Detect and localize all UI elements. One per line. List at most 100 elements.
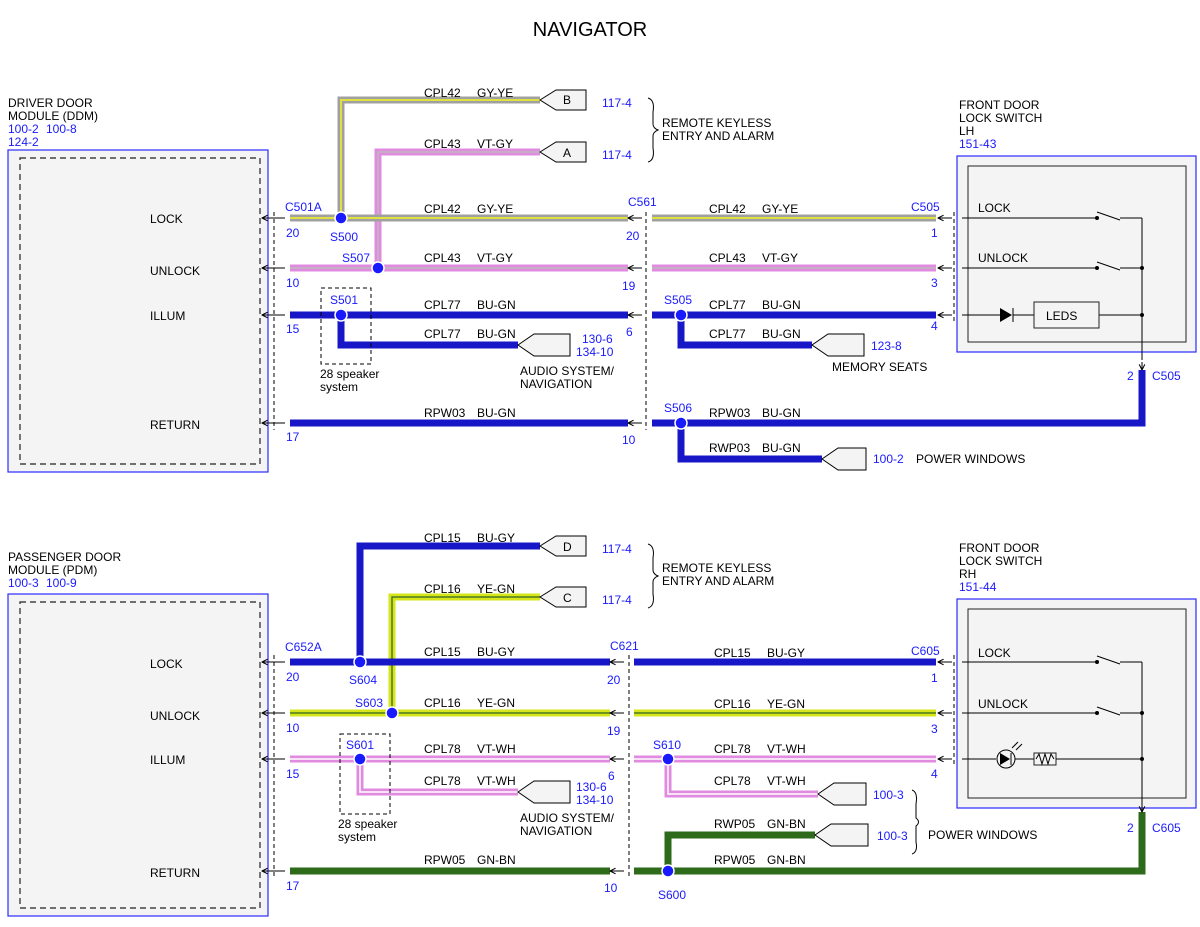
mem-ref: 123-8 [871, 339, 902, 353]
c501a-pin-10: 10 [286, 276, 300, 290]
ddm-pin-unlock: UNLOCK [150, 264, 200, 278]
wire-return-r-color: BU-GN [762, 406, 801, 420]
splice-s610 [661, 752, 675, 766]
connector-c501a: C501A [285, 200, 322, 214]
wire-d-circuit: CPL15 [424, 531, 461, 545]
pointer-a [539, 141, 587, 163]
wire-lock-r-circuit: CPL42 [709, 202, 746, 216]
wire-unlock-b-circuit: CPL16 [424, 696, 461, 710]
ddm-name-2: MODULE (DDM) [8, 109, 98, 123]
switch-lh-name-3: LH [959, 124, 974, 138]
ddm-ref-1: 100-2 [8, 122, 39, 136]
splice-s500-label: S500 [330, 230, 358, 244]
pointer-b [539, 89, 587, 111]
wire-unlock-b-color: YE-GN [477, 696, 515, 710]
splice-s505-label: S505 [664, 293, 692, 307]
c501a-pin-17: 17 [286, 430, 300, 444]
c561-pin-10: 10 [622, 433, 636, 447]
ddm-ref-3: 124-2 [8, 135, 39, 149]
ref-d: 117-4 [602, 542, 632, 556]
c501a-pin-15: 15 [286, 322, 300, 336]
ddm-pin-return: RETURN [150, 418, 200, 432]
splice-s600-label: S600 [658, 888, 686, 902]
wire-return-r-circuit: RPW03 [709, 406, 751, 420]
splice-s601-label: S601 [346, 738, 374, 752]
pw-label: POWER WINDOWS [916, 452, 1025, 466]
pw-ref: 100-2 [873, 452, 904, 466]
wire-lock-br-color: BU-GY [767, 646, 805, 660]
wire-audio-circuit: CPL77 [424, 327, 461, 341]
pointer-audio [517, 333, 571, 357]
wire-a-color: VT-GY [477, 137, 513, 151]
ddm-inner-box [19, 157, 261, 465]
wire-return-br-color: GN-BN [767, 853, 806, 867]
wire-illum-color: BU-GN [477, 298, 516, 312]
wire-illum-left-bottom [290, 755, 610, 796]
switch-rh-name-1: FRONT DOOR [959, 541, 1040, 555]
leds-label: LEDS [1046, 309, 1077, 323]
wire-audio-color: BU-GN [477, 327, 516, 341]
c621-pin-19: 19 [607, 724, 621, 738]
wire-return-right [652, 370, 1146, 463]
speaker-option-box [320, 287, 372, 365]
switch-lh-unlock: UNLOCK [978, 251, 1028, 265]
c561-pin-6: 6 [626, 325, 633, 339]
wire-pw-circuit: RWP03 [709, 441, 750, 455]
pointer-d-label: D [563, 540, 572, 554]
wire-pw-color: BU-GN [762, 441, 801, 455]
wire-b-circuit: CPL42 [424, 86, 461, 100]
wire-return-b-circuit: RPW05 [424, 853, 466, 867]
pointer-memory [811, 333, 865, 357]
wire-audio-b-color: VT-WH [477, 774, 516, 788]
rke-brace-bottom [647, 543, 660, 609]
audio-b-label-2: NAVIGATION [520, 824, 592, 838]
switch-rh-name-3: RH [959, 567, 976, 581]
wire-b-color: GY-YE [477, 86, 513, 100]
pointer-a-label: A [563, 146, 571, 160]
splice-s501-label: S501 [330, 293, 358, 307]
wire-lock-r-color: GY-YE [762, 202, 798, 216]
c561-pin-19: 19 [622, 279, 636, 293]
splice-s601 [353, 752, 367, 766]
wire-return-color: BU-GN [477, 406, 516, 420]
rke-bottom-label-1: REMOTE KEYLESS [662, 561, 771, 575]
splice-s603 [385, 706, 399, 720]
audio-b-label-1: AUDIO SYSTEM/ [520, 811, 615, 825]
connector-c605-bottom: C605 [1152, 821, 1181, 835]
splice-s507-label: S507 [342, 251, 370, 265]
c652a-pin-10: 10 [286, 721, 300, 735]
c652a-pin-17: 17 [286, 879, 300, 893]
connector-c505-bottom: C505 [1152, 369, 1181, 383]
wire-return-circuit: RPW03 [424, 406, 466, 420]
splice-s501 [334, 308, 348, 322]
wire-return-br-circuit: RPW05 [714, 853, 756, 867]
pdm-name-1: PASSENGER DOOR [8, 550, 121, 564]
c605-pin-2: 2 [1127, 821, 1134, 835]
ref-a: 117-4 [602, 148, 632, 162]
c652a-pin-20: 20 [286, 670, 300, 684]
wire-cpl42-b [337, 96, 540, 218]
wire-c-color: YE-GN [477, 582, 515, 596]
audio-ref-2: 134-10 [576, 345, 614, 359]
c605-pin-1: 1 [931, 671, 938, 685]
bottom-diagram: PASSENGER DOOR MODULE (PDM) 100-3 100-9 … [7, 531, 1197, 917]
splice-s603-label: S603 [355, 696, 383, 710]
wire-unlock-r-circuit: CPL43 [709, 251, 746, 265]
ddm-ref-2: 100-8 [46, 122, 77, 136]
pdm-inner-box [19, 601, 261, 909]
audio-label-1: AUDIO SYSTEM/ [520, 364, 615, 378]
wire-audio-b-circuit: CPL78 [424, 774, 461, 788]
switch-lh-led-circuit [962, 218, 1144, 370]
speaker-label-1: 28 speaker [320, 367, 379, 381]
wire-illum-right-bottom [634, 755, 936, 798]
wire-illum-b-circuit: CPL78 [424, 742, 461, 756]
c605-pin-4: 4 [931, 767, 938, 781]
wire-a-circuit: CPL43 [424, 137, 461, 151]
connector-c505: C505 [911, 200, 940, 214]
c621-pin-20: 20 [607, 673, 621, 687]
pointer-b-label: B [563, 93, 571, 107]
switch-rh-unlock: UNLOCK [978, 697, 1028, 711]
c605-pin-3: 3 [931, 722, 938, 736]
switch-lh-lock-contact [962, 211, 1142, 221]
wire-mem-circuit: CPL77 [709, 327, 746, 341]
